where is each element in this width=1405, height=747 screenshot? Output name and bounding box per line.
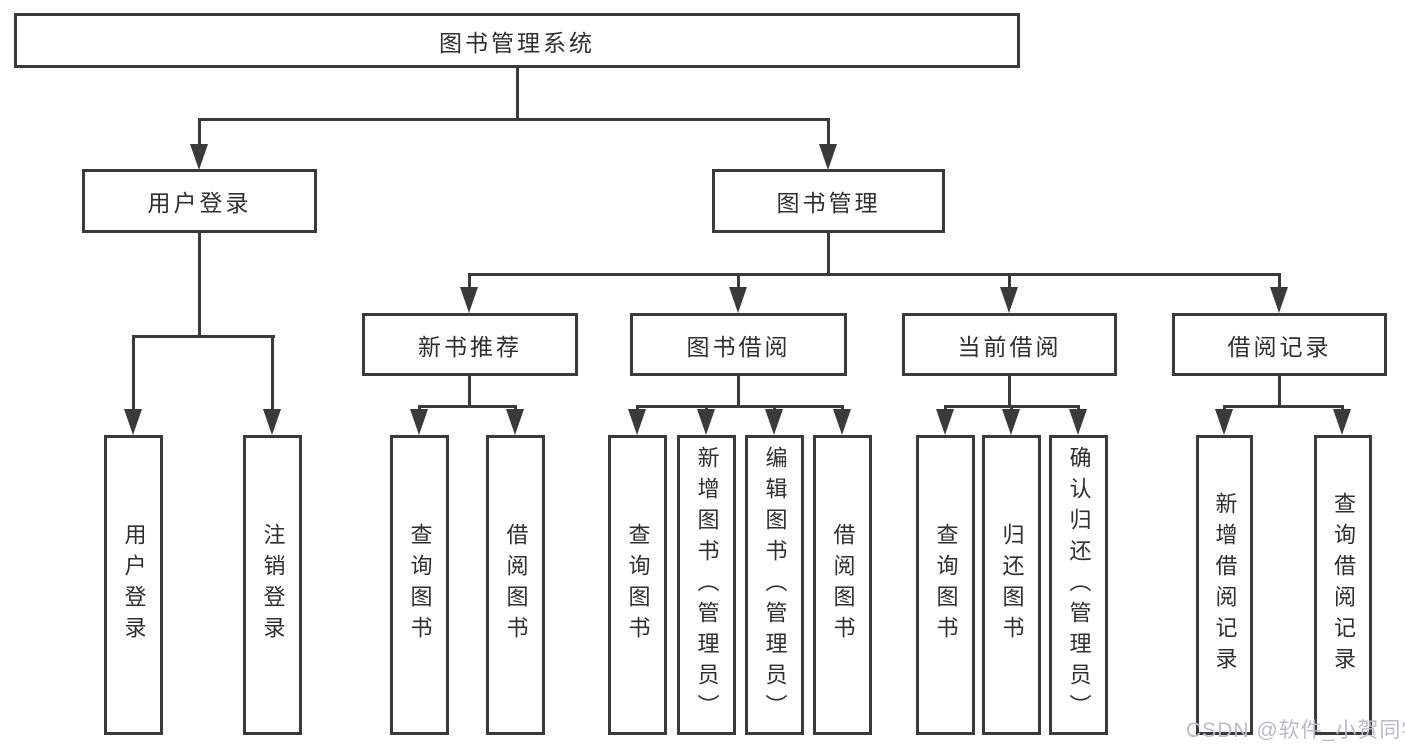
connector-arrow-down <box>506 409 524 435</box>
leaf-label: 借阅图书 <box>830 523 856 647</box>
node-borrowing-records: 借阅记录 <box>1172 313 1387 376</box>
connector-vline <box>1278 376 1281 408</box>
leaf-label: 用户登录 <box>121 523 147 647</box>
node-book-borrowing: 图书借阅 <box>630 313 847 376</box>
connector-vline <box>1008 376 1011 408</box>
node-borrow-books-recommend: 借阅图书 <box>486 435 545 735</box>
connector-vline <box>737 376 740 408</box>
connector-vline <box>418 405 421 411</box>
connector-vline <box>841 405 844 411</box>
node-return-books: 归还图书 <box>982 435 1041 735</box>
connector-vline <box>468 376 471 408</box>
leaf-label: 新增借阅记录 <box>1212 492 1238 678</box>
node-edit-books-admin: 编辑图书（管理员） <box>745 435 804 735</box>
leaf-label: 查询图书 <box>407 523 433 647</box>
connector-arrow-down <box>936 409 954 435</box>
connector-vline <box>1008 273 1011 289</box>
connector-arrow-down <box>1002 409 1020 435</box>
connector-vline <box>1077 405 1080 411</box>
connector-vline <box>516 68 519 121</box>
connector-vline <box>827 118 830 148</box>
node-add-borrow-record: 新增借阅记录 <box>1196 435 1253 735</box>
connector-arrow-down <box>190 144 208 170</box>
leaf-label: 归还图书 <box>999 523 1025 647</box>
connector-vline <box>198 118 201 148</box>
connector-hline <box>468 273 1281 276</box>
leaf-label: 编辑图书（管理员） <box>762 445 788 725</box>
node-new-book-recommendation: 新书推荐 <box>362 313 578 376</box>
connector-vline <box>468 273 471 289</box>
connector-vline <box>1278 273 1281 289</box>
connector-vline <box>132 335 135 410</box>
node-confirm-return-admin: 确认归还（管理员） <box>1049 435 1108 735</box>
connector-vline <box>1341 405 1344 411</box>
connector-arrow-down <box>124 409 142 435</box>
connector-vline <box>198 233 201 338</box>
node-current-borrowing: 当前借阅 <box>902 313 1117 376</box>
leaf-label: 注销登录 <box>260 523 286 647</box>
connector-vline <box>1010 405 1013 411</box>
connector-arrow-down <box>628 409 646 435</box>
node-query-borrow-record: 查询借阅记录 <box>1314 435 1372 735</box>
node-borrow-books: 借阅图书 <box>813 435 872 735</box>
leaf-label: 查询图书 <box>933 523 959 647</box>
node-add-books-admin: 新增图书（管理员） <box>677 435 736 735</box>
connector-arrow-down <box>1069 409 1087 435</box>
connector-arrow-down <box>1000 287 1018 313</box>
connector-arrow-down <box>833 409 851 435</box>
connector-hline <box>636 405 844 408</box>
connector-arrow-down <box>1215 409 1233 435</box>
node-user-login: 用户登录 <box>82 169 317 233</box>
connector-arrow-down <box>410 409 428 435</box>
csdn-watermark: CSDN @软件_小贺同学 <box>1186 719 1405 742</box>
connector-arrow-down <box>819 144 837 170</box>
node-logout: 注销登录 <box>243 435 302 735</box>
connector-arrow-down <box>460 287 478 313</box>
connector-hline <box>198 118 830 121</box>
leaf-label: 确认归还（管理员） <box>1066 445 1092 725</box>
connector-arrow-down <box>729 287 747 313</box>
connector-vline <box>271 335 274 410</box>
leaf-label: 新增图书（管理员） <box>694 445 720 725</box>
node-user-login-action: 用户登录 <box>104 435 163 735</box>
leaf-label: 借阅图书 <box>503 523 529 647</box>
leaf-label: 查询图书 <box>625 523 651 647</box>
connector-vline <box>1223 405 1226 411</box>
node-query-books-recommend: 查询图书 <box>390 435 449 735</box>
connector-vline <box>705 405 708 411</box>
connector-vline <box>773 405 776 411</box>
node-library-management-system: 图书管理系统 <box>14 13 1020 68</box>
connector-arrow-down <box>263 409 281 435</box>
connector-hline <box>418 405 517 408</box>
connector-arrow-down <box>697 409 715 435</box>
connector-vline <box>737 273 740 289</box>
connector-vline <box>944 405 947 411</box>
leaf-label: 查询借阅记录 <box>1331 492 1356 678</box>
connector-vline <box>636 405 639 411</box>
connector-hline <box>132 335 275 338</box>
node-book-management: 图书管理 <box>712 169 945 233</box>
connector-arrow-down <box>765 409 783 435</box>
connector-arrow-down <box>1270 287 1288 313</box>
node-query-books-borrowing: 查询图书 <box>608 435 667 735</box>
connector-vline <box>514 405 517 411</box>
connector-hline <box>1223 405 1344 408</box>
connector-arrow-down <box>1333 409 1351 435</box>
connector-vline <box>827 233 830 276</box>
node-query-books-current: 查询图书 <box>916 435 975 735</box>
